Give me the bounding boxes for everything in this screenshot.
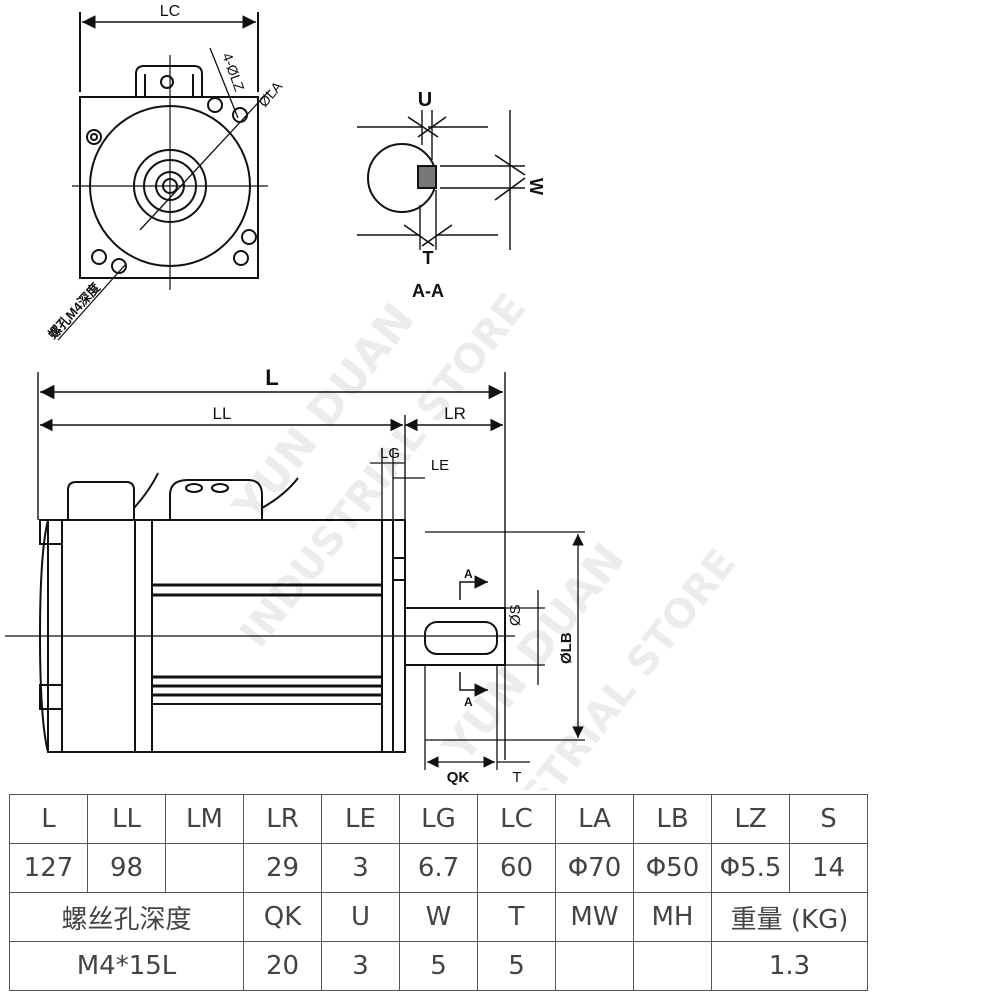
front-view	[57, 12, 271, 341]
side-le-label: LE	[431, 457, 449, 474]
side-qk-label: QK	[447, 769, 470, 786]
header-cell: LE	[321, 794, 400, 844]
header-cell: LM	[165, 794, 244, 844]
hole-label: 螺孔M4深度	[45, 279, 104, 342]
side-lg-label: LG	[380, 445, 400, 462]
motor-drawing: LC 4-ØLZ ØLA 螺孔M4深度 U W T A-A	[5, 3, 745, 790]
side-l-label: L	[265, 365, 278, 390]
lc-label: LC	[160, 3, 180, 20]
value-cell: M4*15L	[9, 941, 244, 991]
header-cell: MW	[555, 892, 634, 942]
value-cell: 60	[477, 843, 556, 893]
table-row: 127 98 29 3 6.7 60 Φ70 Φ50 Φ5.5 14	[9, 843, 868, 893]
value-cell: 6.7	[399, 843, 478, 893]
header-cell: LG	[399, 794, 478, 844]
table-row: M4*15L 20 3 5 5 1.3	[9, 941, 868, 991]
watermark-1: YUN DUAN	[223, 294, 425, 532]
section-view	[357, 110, 526, 250]
value-cell: 98	[87, 843, 166, 893]
side-view	[5, 372, 585, 770]
section-mark-top: A	[464, 567, 473, 581]
side-lb-label: ØLB	[558, 632, 575, 664]
value-cell: 14	[789, 843, 868, 893]
header-cell: 重量 (KG)	[711, 892, 868, 942]
value-cell: Φ70	[555, 843, 634, 893]
header-cell: QK	[243, 892, 322, 942]
lz-label: 4-ØLZ	[219, 51, 248, 94]
header-cell: 螺丝孔深度	[9, 892, 244, 942]
section-t-label: T	[423, 248, 434, 268]
header-cell: L	[9, 794, 88, 844]
value-cell: 3	[321, 941, 400, 991]
spec-table: L LL LM LR LE LG LC LA LB LZ S 127 98 29…	[9, 794, 868, 991]
section-u-label: U	[418, 89, 432, 111]
header-cell: LR	[243, 794, 322, 844]
header-cell: S	[789, 794, 868, 844]
table-row: L LL LM LR LE LG LC LA LB LZ S	[9, 794, 868, 844]
side-s-label: ØS	[507, 604, 524, 626]
side-lr-label: LR	[444, 404, 466, 423]
la-label: ØLA	[255, 78, 286, 110]
header-cell: LC	[477, 794, 556, 844]
section-w-label: W	[526, 178, 546, 195]
header-cell: U	[321, 892, 400, 942]
value-cell: Φ50	[633, 843, 712, 893]
value-cell: 5	[399, 941, 478, 991]
header-cell: W	[399, 892, 478, 942]
side-ll-label: LL	[213, 404, 232, 423]
value-cell	[633, 941, 712, 991]
table-row: 螺丝孔深度 QK U W T MW MH 重量 (KG)	[9, 892, 868, 942]
header-cell: LL	[87, 794, 166, 844]
side-t-label: T	[512, 769, 521, 786]
header-cell: LA	[555, 794, 634, 844]
value-cell: 29	[243, 843, 322, 893]
value-cell: Φ5.5	[711, 843, 790, 893]
header-cell: T	[477, 892, 556, 942]
header-cell: MH	[633, 892, 712, 942]
value-cell: 5	[477, 941, 556, 991]
section-title: A-A	[412, 281, 444, 301]
value-cell: 127	[9, 843, 88, 893]
value-cell	[555, 941, 634, 991]
header-cell: LB	[633, 794, 712, 844]
header-cell: LZ	[711, 794, 790, 844]
value-cell: 3	[321, 843, 400, 893]
section-mark-bottom: A	[464, 695, 473, 709]
value-cell	[165, 843, 244, 893]
value-cell: 20	[243, 941, 322, 991]
value-cell: 1.3	[711, 941, 868, 991]
